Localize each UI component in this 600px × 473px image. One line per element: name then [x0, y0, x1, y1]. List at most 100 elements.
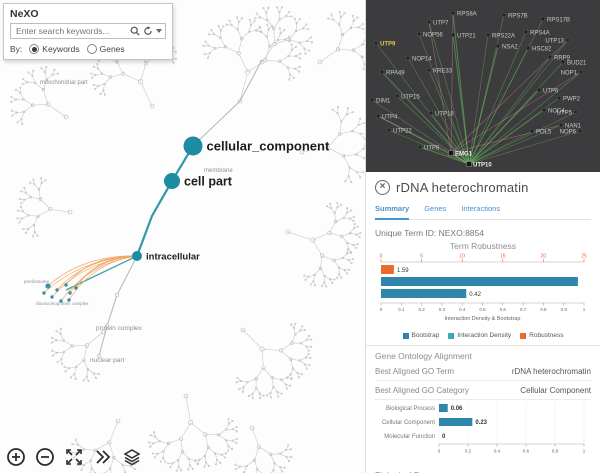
canvas-controls — [6, 447, 142, 467]
tab-genes[interactable]: Genes — [424, 204, 447, 213]
tree-node-intracellular[interactable] — [132, 251, 142, 261]
chevron-down-icon[interactable] — [156, 29, 162, 33]
network-node-NOP56[interactable] — [416, 31, 422, 37]
network-node-NOP14[interactable] — [405, 55, 411, 61]
network-node-UTP15[interactable] — [394, 93, 400, 99]
go-category-value: Cellular Component — [520, 385, 591, 395]
svg-text:0.2: 0.2 — [418, 307, 425, 312]
network-node-label-UTP8: UTP8 — [424, 145, 440, 151]
network-node-RPS8A[interactable] — [450, 10, 456, 16]
svg-text:0.1: 0.1 — [398, 307, 405, 312]
svg-text:0.8: 0.8 — [552, 449, 559, 454]
network-node-NOP1[interactable] — [578, 69, 584, 75]
network-node-UTP10[interactable] — [466, 161, 472, 167]
zoom-in-button[interactable] — [6, 447, 26, 467]
network-node-UTP5[interactable] — [573, 109, 579, 115]
network-node-PWP2[interactable] — [556, 95, 562, 101]
network-node-UTP18[interactable] — [428, 110, 434, 116]
divider — [366, 345, 600, 346]
network-node-KRE33[interactable] — [426, 67, 432, 73]
svg-text:mitochondrial part: mitochondrial part — [40, 80, 88, 86]
tab-interactions[interactable]: Interactions — [461, 204, 501, 213]
network-node-RPS22A[interactable] — [485, 32, 491, 38]
network-node-HSC82[interactable] — [525, 45, 531, 51]
network-node-RPS4A[interactable] — [523, 29, 529, 35]
refresh-icon[interactable] — [143, 26, 153, 36]
network-node-UTP22[interactable] — [386, 127, 392, 133]
network-node-BUD21[interactable] — [560, 59, 566, 65]
svg-text:nuclear part: nuclear part — [90, 357, 125, 364]
network-node-NOP6[interactable] — [577, 128, 583, 134]
tree-node-label-cell-part: cell part — [184, 175, 233, 189]
zoom-fit-button[interactable] — [64, 447, 84, 467]
network-node-label-UTP4: UTP4 — [382, 114, 398, 120]
network-node-label-RPS4A: RPS4A — [530, 30, 550, 36]
network-node-UTP9[interactable] — [373, 40, 379, 46]
network-node-UTP4[interactable] — [375, 113, 381, 119]
network-node-label-RPS22A: RPS22A — [492, 33, 515, 39]
collapse-button[interactable] — [93, 447, 113, 467]
network-node-label-NOP6: NOP6 — [560, 129, 577, 135]
svg-text:Molecular Function: Molecular Function — [384, 434, 435, 440]
network-node-label-UTP13: UTP13 — [545, 38, 564, 44]
network-node-NAN1[interactable] — [558, 122, 564, 128]
search-by-keywords[interactable]: Keywords — [29, 44, 80, 54]
radio-genes[interactable] — [86, 44, 97, 54]
network-node-label-NSA2: NSA2 — [502, 44, 518, 50]
network-node-label-KRE33: KRE33 — [433, 68, 453, 74]
tree-node-cellular_component[interactable] — [183, 136, 203, 156]
network-node-label-EMG1: EMG1 — [455, 151, 473, 157]
network-node-DIM1[interactable] — [369, 97, 375, 103]
network-node-RPS17B[interactable] — [540, 16, 546, 22]
legend-swatch-bootstrap — [402, 332, 409, 339]
legend-label-interaction-density: Interaction Density — [457, 332, 512, 339]
network-node-label-RPS8A: RPS8A — [457, 11, 477, 17]
network-node-EMG1[interactable] — [448, 150, 454, 156]
svg-text:15: 15 — [500, 254, 506, 260]
network-node-label-NOP1: NOP1 — [561, 70, 578, 76]
network-node-label-UTP5: UTP5 — [557, 110, 573, 116]
network-node-NSA2[interactable] — [495, 43, 501, 49]
network-node-label-UTP6: UTP6 — [543, 88, 559, 94]
network-node-NOC4[interactable] — [541, 107, 547, 113]
tree-node-cell-part[interactable] — [164, 173, 180, 189]
app-title: NeXO — [10, 8, 39, 20]
network-node-UTP21[interactable] — [450, 32, 456, 38]
svg-text:Cellular Component: Cellular Component — [382, 420, 435, 426]
svg-text:Interaction Density & Bootstra: Interaction Density & Bootstrap — [445, 316, 521, 322]
network-node-label-UTP7: UTP7 — [433, 20, 449, 26]
radio-keywords[interactable] — [29, 44, 40, 54]
network-node-label-RPA49: RPA49 — [386, 70, 405, 76]
search-input[interactable] — [14, 25, 127, 37]
layers-button[interactable] — [122, 447, 142, 467]
svg-text:ribonucleoprotein complex: ribonucleoprotein complex — [36, 301, 89, 306]
search-box[interactable] — [10, 23, 166, 39]
svg-text:0: 0 — [438, 449, 441, 454]
network-node-RPA49[interactable] — [379, 69, 385, 75]
network-node-POL5[interactable] — [529, 128, 535, 134]
svg-text:0.3: 0.3 — [439, 307, 446, 312]
network-node-UTP6[interactable] — [536, 87, 542, 93]
robustness-heading: Term Robustness — [449, 241, 517, 251]
network-node-RRP9[interactable] — [547, 54, 553, 60]
svg-text:5: 5 — [420, 254, 423, 260]
legend-label-bootstrap: Bootstrap — [411, 332, 440, 339]
network-node-RPS7B[interactable] — [501, 12, 507, 18]
network-node-UTP7[interactable] — [426, 19, 432, 25]
search-by-genes[interactable]: Genes — [86, 44, 125, 54]
network-node-UTP13[interactable] — [565, 37, 571, 43]
zoom-out-button[interactable] — [35, 447, 55, 467]
svg-text:0.6: 0.6 — [523, 449, 530, 454]
search-icon[interactable] — [130, 26, 140, 36]
tab-summary[interactable]: Summary — [375, 204, 410, 220]
close-icon[interactable]: × — [375, 180, 390, 195]
svg-text:0.06: 0.06 — [451, 406, 463, 412]
network-node-UTP8[interactable] — [417, 144, 423, 150]
network-node-label-UTP9: UTP9 — [380, 41, 396, 47]
network-node-label-RPS17B: RPS17B — [547, 17, 570, 23]
